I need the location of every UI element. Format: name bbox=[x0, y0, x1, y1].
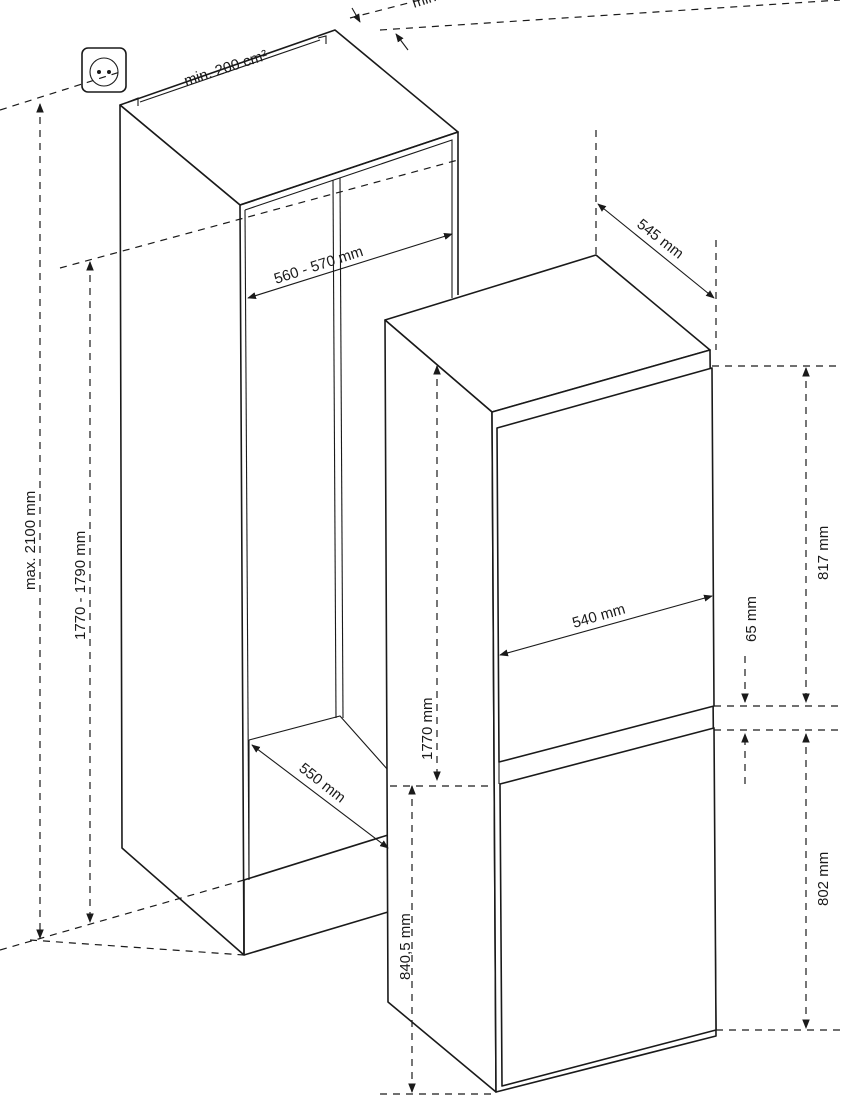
label-appliance-height: 1770 mm bbox=[419, 697, 436, 760]
label-lower-section: 840,5 mm bbox=[397, 913, 414, 980]
label-upper-door: 817 mm bbox=[815, 526, 832, 580]
label-niche-depth: 550 mm bbox=[296, 760, 349, 807]
label-gap: 65 mm bbox=[743, 596, 760, 642]
label-lower-door: 802 mm bbox=[815, 852, 832, 906]
label-vent-top: min. bbox=[410, 0, 442, 12]
label-max-height: max. 2100 mm bbox=[22, 491, 39, 590]
fridge-appliance bbox=[384, 254, 717, 1093]
label-niche-height: 1770 - 1790 mm bbox=[72, 531, 89, 640]
socket-icon bbox=[81, 47, 127, 93]
